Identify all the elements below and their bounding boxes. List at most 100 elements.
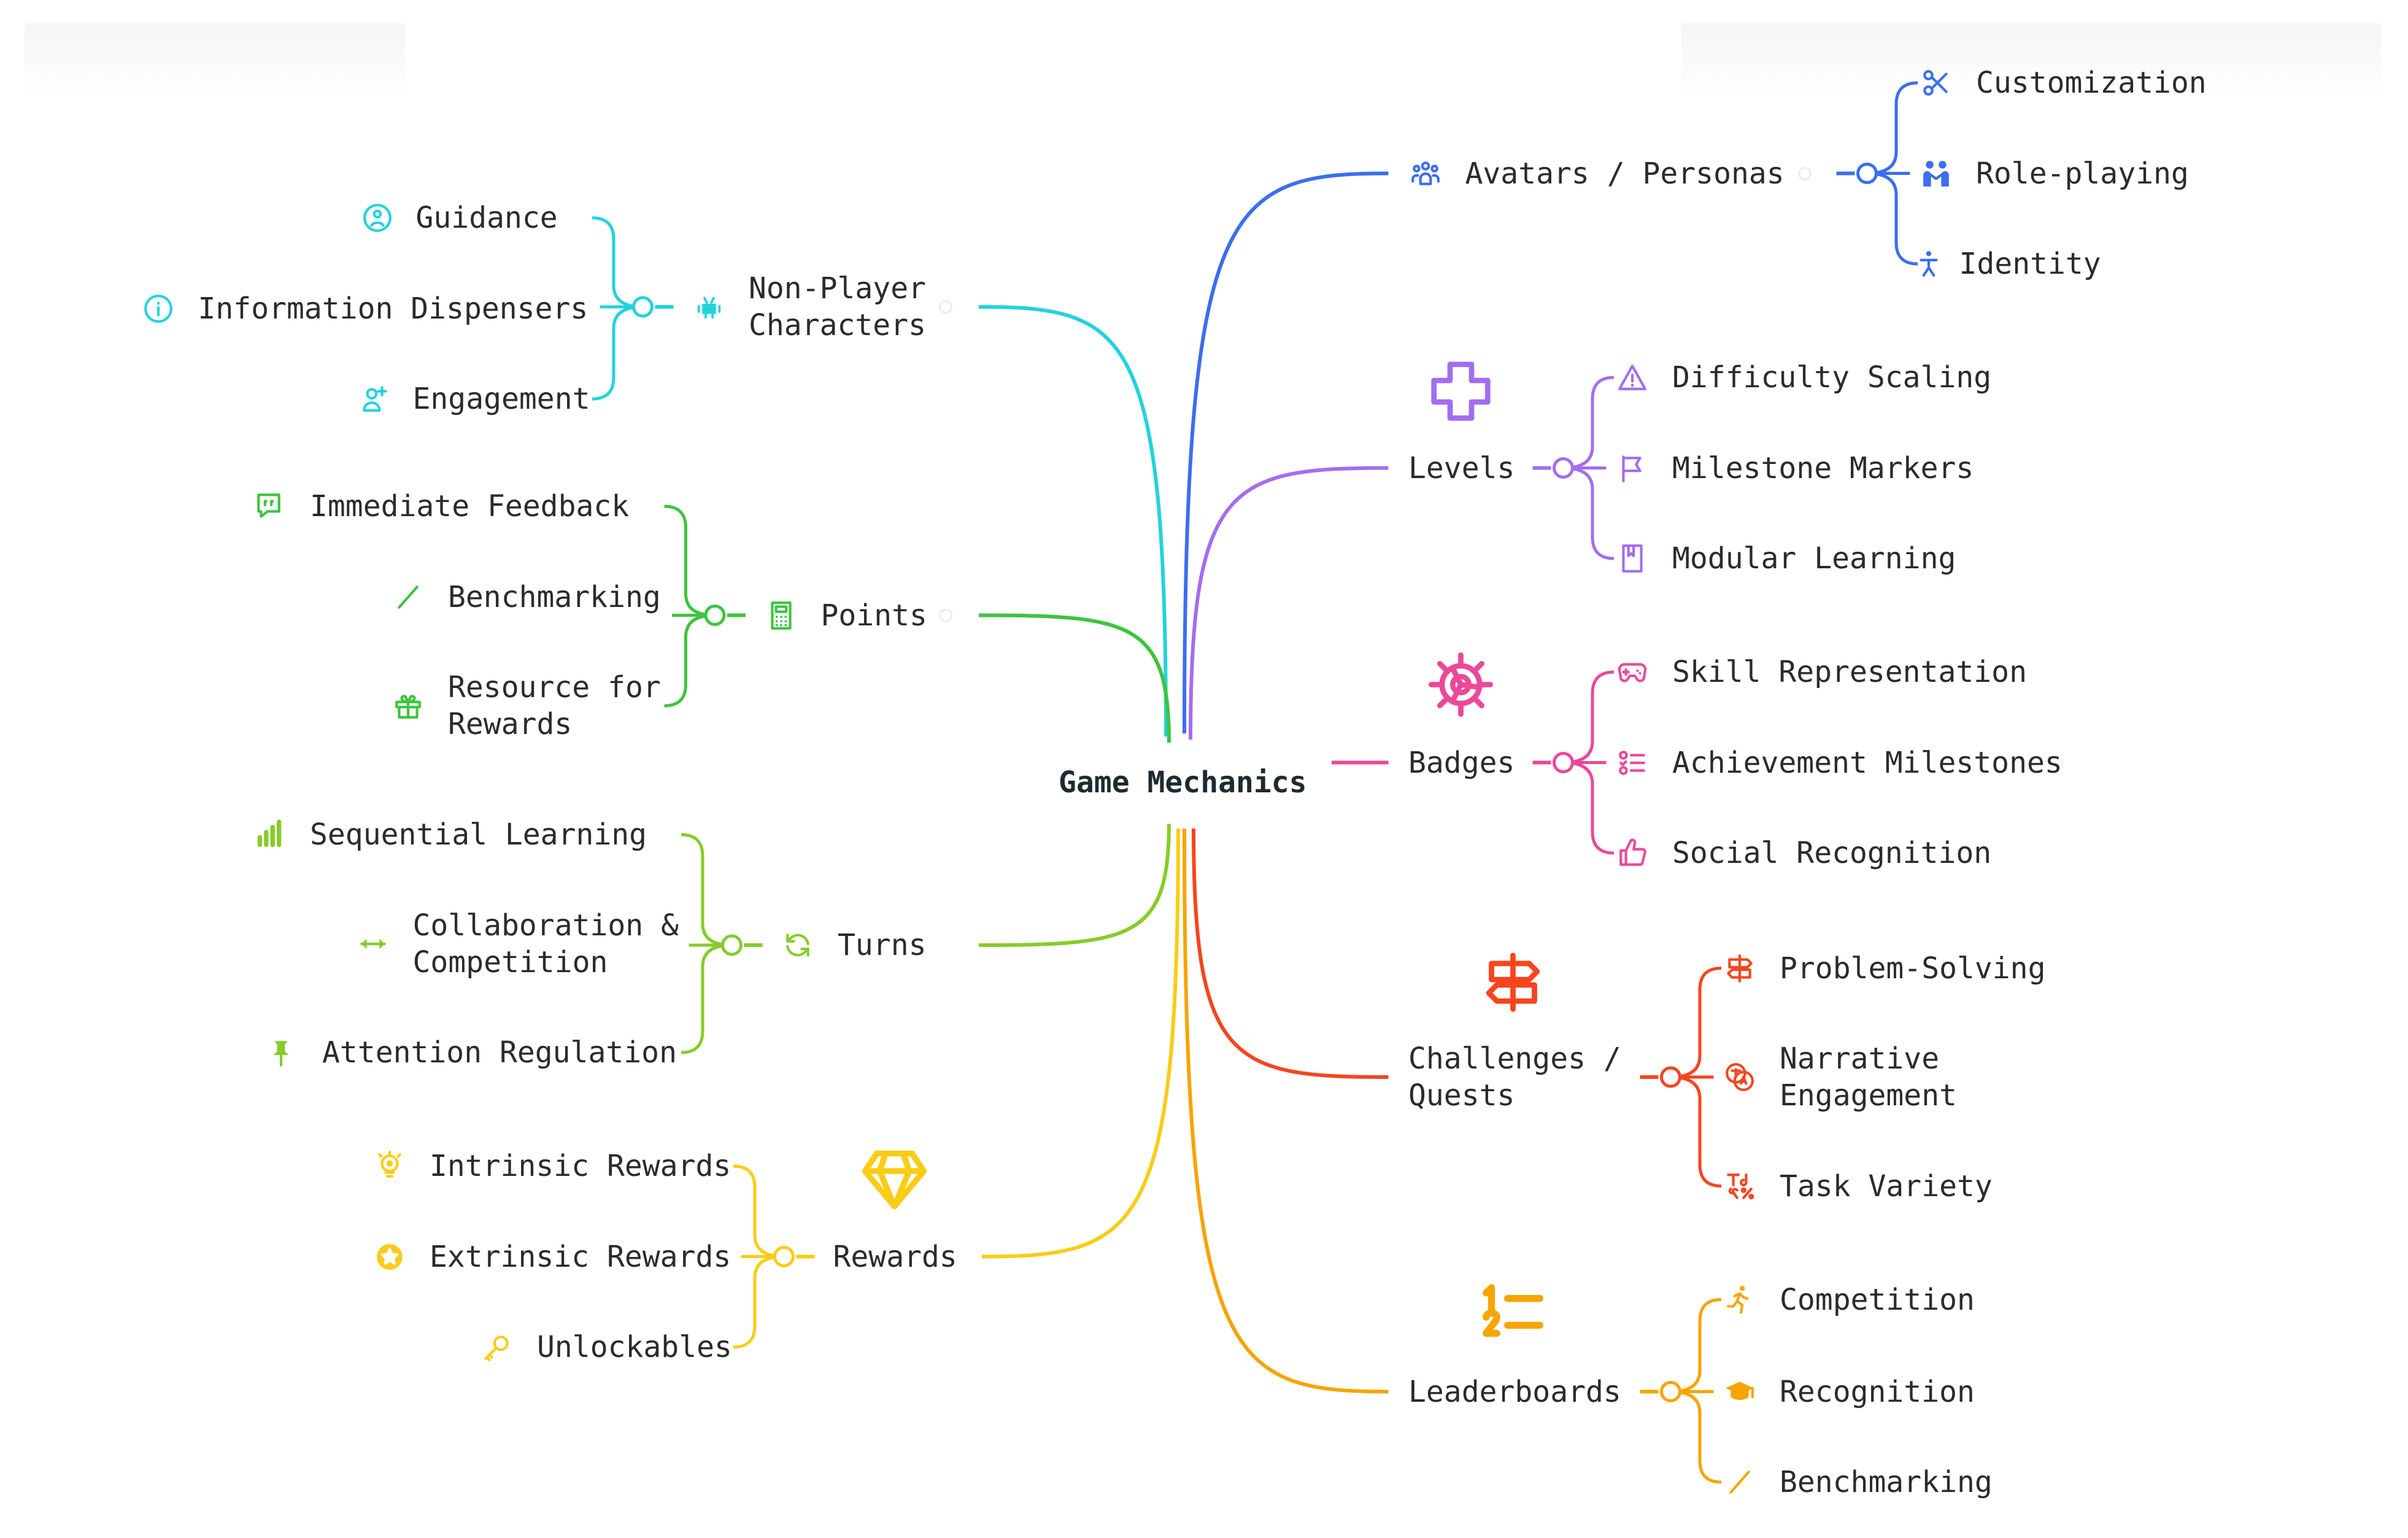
central-topic[interactable]: Game Mechanics: [1059, 765, 1307, 800]
challenges-signpost-icon: [1486, 952, 1540, 1012]
branch-label-points[interactable]: Points: [820, 598, 927, 633]
avatars-child-1[interactable]: Role-playing: [1976, 156, 2189, 191]
connector-leaderboards: [1183, 828, 1389, 1394]
branch-label-rewards[interactable]: Rewards: [833, 1239, 957, 1274]
levels-child-2-book-icon: [1622, 544, 1643, 573]
junction-avatars[interactable]: [1856, 163, 1878, 184]
avatars-child-1-actors-icon: [1923, 160, 1949, 187]
turns-child-1-arrows-horizontal-icon: [360, 938, 386, 949]
avatars-child-2-person-icon: [1919, 251, 1938, 277]
branch-label-avatars[interactable]: Avatars / Personas: [1465, 156, 1785, 191]
rewards-child-1-medal-icon: [377, 1243, 403, 1270]
connector-avatars: [1183, 171, 1389, 734]
connector-turns: [978, 824, 1171, 947]
header-shadow-left: [25, 23, 405, 97]
levels-plus-icon: [1430, 361, 1491, 421]
challenges-child-0[interactable]: Problem-Solving: [1780, 951, 2046, 986]
avatars-child-0[interactable]: Customization: [1976, 66, 2207, 100]
branch-label-npc[interactable]: Non-Player Characters: [749, 271, 926, 342]
points-child-1-slash-icon: [398, 585, 419, 609]
badges-child-0-gamepad-icon: [1618, 663, 1647, 682]
badges-child-1[interactable]: Achievement Milestones: [1672, 745, 2063, 780]
challenges-child-1[interactable]: Narrative Engagement: [1780, 1041, 1957, 1113]
junction-levels[interactable]: [1553, 457, 1574, 479]
turns-child-0-bar-chart-icon: [257, 819, 281, 848]
rewards-child-0[interactable]: Intrinsic Rewards: [430, 1149, 731, 1183]
npc-child-2-user-plus-icon: [363, 386, 387, 412]
npc-child-0-help-person-icon: [363, 204, 392, 232]
rewards-diamond-icon: [862, 1150, 927, 1210]
challenges-child-2[interactable]: Task Variety: [1780, 1169, 1993, 1204]
points-child-2-gift-icon: [395, 695, 421, 719]
levels-child-1-flag-icon: [1622, 455, 1642, 482]
collapse-toggle-npc[interactable]: [939, 300, 952, 314]
branch-label-challenges[interactable]: Challenges / Quests: [1408, 1041, 1621, 1113]
points-child-2[interactable]: Resource for Rewards: [448, 670, 661, 741]
branch-label-turns[interactable]: Turns: [838, 928, 927, 962]
challenges-child-2-symbols-icon: [1727, 1173, 1754, 1199]
leaderboards-child-2[interactable]: Benchmarking: [1780, 1465, 1993, 1499]
connector-npc: [978, 305, 1168, 737]
challenges-child-1-translate-icon: [1726, 1063, 1754, 1091]
leaderboards-ranked-list-icon: [1482, 1284, 1543, 1337]
points-child-0[interactable]: Immediate Feedback: [310, 489, 630, 524]
avatars-child-0-scissors-icon: [1923, 70, 1948, 96]
bracket-npc: [592, 216, 643, 401]
levels-child-2[interactable]: Modular Learning: [1672, 541, 1956, 576]
turns-child-0[interactable]: Sequential Learning: [310, 817, 647, 852]
challenges-child-0-signpost-icon: [1727, 954, 1753, 983]
bracket-leaderboards: [1670, 1298, 1722, 1484]
avatars-people-icon: [1411, 161, 1440, 185]
leaderboards-child-2-slash-icon: [1729, 1470, 1750, 1494]
badges-gear-icon: [1428, 652, 1493, 717]
collapse-toggle-avatars[interactable]: [1798, 166, 1812, 180]
junction-leaderboards[interactable]: [1660, 1381, 1681, 1402]
branch-label-levels[interactable]: Levels: [1408, 450, 1515, 485]
points-calculator-icon: [770, 601, 792, 630]
leaderboards-child-1-graduation-cap-icon: [1726, 1381, 1754, 1400]
bracket-turns: [681, 833, 732, 1054]
junction-rewards[interactable]: [773, 1246, 795, 1267]
levels-child-1[interactable]: Milestone Markers: [1672, 450, 1974, 485]
bracket-points: [664, 504, 716, 708]
turns-child-2-pin-icon: [273, 1041, 288, 1067]
junction-turns[interactable]: [721, 934, 743, 956]
junction-points[interactable]: [704, 605, 726, 626]
badges-child-1-checklist-icon: [1619, 750, 1645, 775]
rewards-child-2-key-icon: [484, 1335, 509, 1361]
leaderboards-child-1[interactable]: Recognition: [1780, 1374, 1975, 1409]
rewards-child-2[interactable]: Unlockables: [537, 1330, 732, 1364]
rewards-child-1[interactable]: Extrinsic Rewards: [430, 1239, 731, 1274]
levels-child-0-warning-icon: [1618, 365, 1646, 390]
leaderboards-child-0[interactable]: Competition: [1780, 1282, 1975, 1317]
badges-child-0[interactable]: Skill Representation: [1672, 655, 2027, 689]
branch-label-badges[interactable]: Badges: [1408, 745, 1515, 780]
header-shadow-right: [1681, 23, 2381, 97]
turns-refresh-icon: [786, 933, 809, 957]
rewards-child-0-bulb-person-icon: [378, 1151, 401, 1178]
levels-child-0[interactable]: Difficulty Scaling: [1672, 360, 1992, 395]
points-child-1[interactable]: Benchmarking: [448, 579, 661, 614]
collapse-toggle-points[interactable]: [939, 608, 952, 622]
badges-child-2[interactable]: Social Recognition: [1672, 836, 1992, 870]
npc-robot-icon: [697, 296, 720, 319]
bracket-challenges: [1670, 967, 1722, 1188]
npc-child-2[interactable]: Engagement: [412, 382, 590, 416]
branch-label-leaderboards[interactable]: Leaderboards: [1408, 1374, 1621, 1409]
connector-levels: [1189, 466, 1389, 740]
badges-child-2-thumbs-up-icon: [1619, 838, 1646, 866]
turns-child-1[interactable]: Collaboration & Competition: [412, 908, 679, 980]
connector-challenges: [1192, 828, 1389, 1079]
npc-child-1-info-icon: [144, 294, 172, 323]
avatars-child-2[interactable]: Identity: [1959, 247, 2101, 281]
junction-badges[interactable]: [1553, 752, 1574, 773]
bracket-avatars: [1867, 81, 1918, 266]
junction-npc[interactable]: [632, 296, 654, 318]
junction-challenges[interactable]: [1660, 1066, 1681, 1088]
npc-child-0[interactable]: Guidance: [415, 201, 558, 235]
bracket-badges: [1563, 670, 1615, 855]
connector-rewards: [981, 828, 1180, 1259]
turns-child-2[interactable]: Attention Regulation: [322, 1035, 677, 1070]
npc-child-1[interactable]: Information Dispensers: [198, 291, 588, 326]
